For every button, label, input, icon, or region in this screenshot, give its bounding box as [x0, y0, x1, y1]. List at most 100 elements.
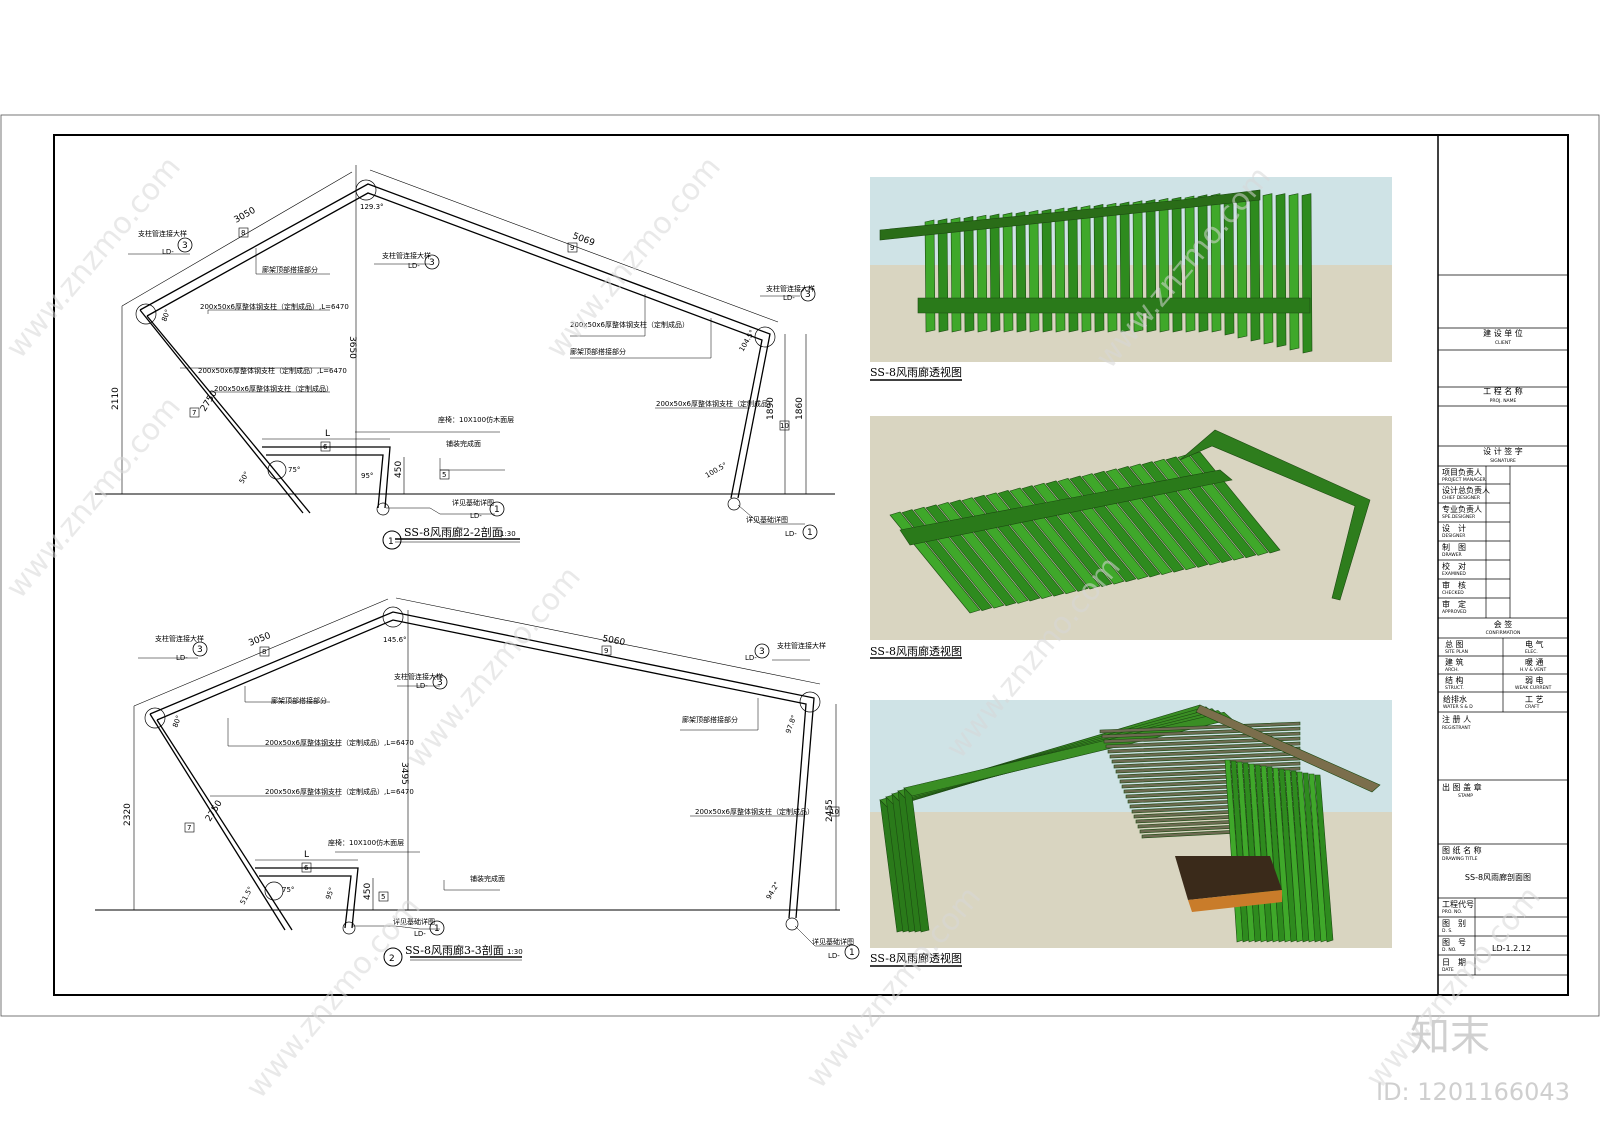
tb-dno: 图 号	[1442, 938, 1466, 947]
tb-role: 设 计	[1442, 523, 1466, 533]
tag-box	[378, 891, 389, 902]
tb-confirm-a-en: SITE PLAN	[1445, 649, 1468, 655]
brand-id: ID: 1201166043	[1376, 1078, 1570, 1106]
render-panel-2	[870, 416, 1392, 659]
tag-box	[259, 646, 270, 657]
joint-circle	[754, 326, 776, 348]
leader	[680, 698, 759, 731]
joint-circle	[376, 502, 390, 516]
ref-ld: LD-	[745, 654, 757, 662]
seat-inner	[266, 454, 384, 509]
leader	[737, 504, 805, 525]
leader	[244, 686, 330, 703]
dim-label: 5060	[601, 634, 626, 648]
dim-label: 2320	[123, 803, 133, 826]
note: 廊架顶部搭接部分	[570, 347, 626, 356]
slat	[937, 218, 949, 333]
leader	[207, 309, 330, 314]
ref-num: 3	[182, 241, 188, 251]
slat	[1195, 704, 1381, 793]
joint-circle	[382, 606, 404, 628]
angle-label: 95°	[361, 472, 373, 480]
note: 支柱管连接大样	[766, 284, 815, 293]
slat-group	[879, 189, 1313, 354]
tag-box	[829, 806, 840, 817]
tb-role: 设计总负责人	[1442, 485, 1490, 495]
dim-label: 3050	[247, 631, 272, 649]
leader	[255, 248, 330, 275]
note: 200x50x6厚整体钢支柱（定制成品）	[656, 399, 775, 408]
dim-label: L	[325, 429, 330, 439]
tb-confirm-b: 工 艺	[1525, 695, 1544, 704]
drawing-border	[53, 134, 1569, 996]
ref-bubble	[429, 920, 445, 936]
ref-num: 3	[805, 290, 811, 300]
note: 详见基础详图	[746, 515, 788, 524]
slat	[1002, 212, 1014, 333]
tb-confirm-b: 弱 电	[1525, 675, 1544, 685]
dim-label: 3495	[399, 762, 409, 785]
tb-title-label-en: DRAWING TITLE	[1442, 856, 1478, 862]
tag-label: 9	[604, 647, 608, 655]
note: 支柱管连接大样	[155, 634, 204, 643]
angle-label: 50°	[238, 470, 251, 485]
joint-circle	[799, 691, 821, 713]
tag-label: 7	[192, 409, 196, 417]
tb-stamp: 出 图 盖 章	[1442, 782, 1482, 792]
note: 支柱管连接大样	[138, 229, 187, 238]
dim-label: 1860	[795, 397, 805, 420]
section-index-circle	[382, 530, 402, 550]
tag-box	[184, 822, 195, 833]
tb-confirm-b-en: H.V & VENT	[1520, 667, 1546, 673]
ref-ld: LD-	[783, 294, 795, 302]
note: 铺装完成面	[470, 874, 505, 883]
watermark-text: www.znzmo.com	[0, 390, 188, 605]
tb-sign-en: SIGNATURE	[1490, 458, 1516, 464]
tb-role: 制 图	[1442, 542, 1466, 552]
ref-ld: LD-	[785, 530, 797, 538]
tb-confirm-b-en: CRAFT	[1525, 704, 1540, 710]
ref-bubble	[800, 286, 816, 302]
note: 座椅：10X100仿木面层	[328, 838, 404, 847]
ref-num: 1	[494, 505, 500, 515]
seat-outer	[262, 446, 391, 509]
note: 廊架顶部搭接部分	[271, 696, 327, 705]
angle-label: 129.3°	[360, 203, 384, 211]
ref-bubble	[177, 237, 193, 253]
tb-role-en: EXAMINED	[1442, 571, 1466, 577]
tb-dno-en: D. NO.	[1442, 947, 1456, 953]
angle-label: 75°	[282, 886, 294, 894]
note: 廊架顶部搭接部分	[682, 715, 738, 724]
slat	[976, 214, 988, 333]
tag-box	[320, 441, 331, 452]
joint-circle	[355, 179, 377, 201]
tb-confirm-b: 电 气	[1525, 639, 1544, 649]
tag-box	[189, 407, 200, 418]
tb-projno-en: PRO. NO.	[1442, 909, 1462, 915]
section-2-2	[95, 165, 835, 550]
section-3-3	[95, 597, 860, 967]
ref-bubble	[192, 641, 208, 657]
slat	[963, 216, 975, 333]
ref-bubble	[754, 643, 770, 659]
tb-ds: 图 别	[1442, 919, 1466, 928]
leader	[439, 458, 505, 471]
slat	[1054, 207, 1066, 333]
tb-role: 项目负责人	[1442, 467, 1482, 477]
section-caption: SS-8风雨廊3-3剖面	[405, 943, 504, 957]
slat-group	[879, 704, 1381, 943]
note: 详见基础详图	[393, 917, 435, 926]
joint-circle	[264, 881, 284, 901]
dim-label: L	[304, 850, 309, 860]
dim-label: 3650	[347, 336, 357, 359]
joint-circle	[144, 707, 166, 729]
tb-sign: 设 计 签 字	[1483, 446, 1523, 456]
angle-label: 95°	[324, 886, 336, 900]
outer-frame	[0, 114, 1600, 1017]
ref-num: 1	[434, 924, 440, 934]
note: 铺装完成面	[446, 439, 481, 448]
note: 座椅：10X100仿木面层	[438, 415, 514, 424]
slat	[899, 469, 1233, 546]
section-index-circle	[383, 947, 403, 967]
